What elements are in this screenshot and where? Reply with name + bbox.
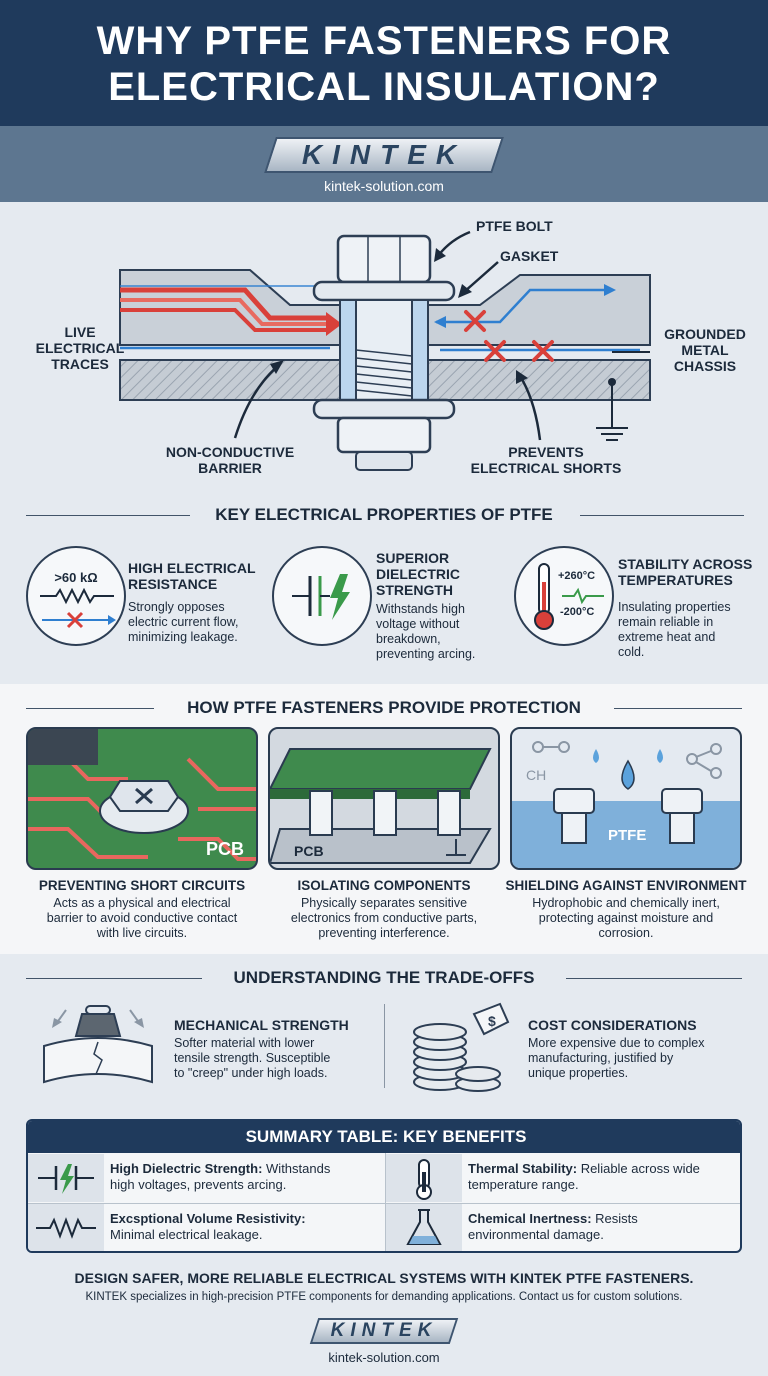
footer-headline: DESIGN SAFER, MORE RELIABLE ELECTRICAL S… <box>74 1270 694 1286</box>
card-environment-image: CH PTFE <box>510 727 742 870</box>
table-row-divider <box>28 1203 740 1204</box>
card-environment-desc: Hydrophobic and chemically inert,protect… <box>532 896 720 940</box>
card-environment-title: SHIELDING AGAINST ENVIRONMENT <box>505 878 747 893</box>
kintek-logo-text: KINTEK <box>301 139 467 170</box>
protection-title: HOW PTFE FASTENERS PROVIDE PROTECTION <box>187 698 581 717</box>
thermometer-icon <box>386 1154 462 1202</box>
label-ptfe-bolt: PTFE BOLT <box>476 218 553 234</box>
card-short-circuits-title: PREVENTING SHORT CIRCUITS <box>38 878 246 893</box>
dielectric-icon <box>28 1154 104 1202</box>
tradeoff-divider <box>384 1004 385 1088</box>
weight-icon <box>43 1005 153 1084</box>
ptfe-label: PTFE <box>608 827 647 844</box>
chem-label: CH <box>526 767 547 783</box>
table-column-divider <box>385 1153 386 1251</box>
tradeoffs-title: UNDERSTANDING THE TRADE-OFFS <box>233 968 535 987</box>
properties-section <box>0 488 768 684</box>
page-title: WHY PTFE FASTENERS FOR ELECTRICAL INSULA… <box>0 18 768 110</box>
resistor-icon: >60 kΩ <box>26 546 126 646</box>
properties-heading: KEY ELECTRICAL PROPERTIES OF PTFE <box>0 505 768 525</box>
price-tag-symbol: $ <box>488 1013 496 1029</box>
footer-site-url[interactable]: kintek-solution.com <box>328 1350 440 1365</box>
header-banner: WHY PTFE FASTENERS FOR ELECTRICAL INSULA… <box>0 0 768 126</box>
pcb-label: PCB <box>205 839 244 859</box>
card-isolating-image: PCB <box>268 727 500 870</box>
tradeoff-mechanical-title: MECHANICAL STRENGTH <box>174 1017 349 1033</box>
label-gasket: GASKET <box>500 248 559 264</box>
flask-icon <box>386 1204 462 1251</box>
coins-icon: $ <box>413 1002 510 1092</box>
tradeoff-cost-title: COST CONSIDERATIONS <box>528 1017 697 1033</box>
bolt-cross-section-diagram <box>119 230 651 471</box>
footer-subtext: KINTEK specializes in high-precision PTF… <box>85 1291 683 1303</box>
capacitor-spark-icon <box>272 546 372 646</box>
summary-table: SUMMARY TABLE: KEY BENEFITS High Dielect… <box>26 1119 742 1253</box>
footer-logo-text: KINTEK <box>330 1320 438 1341</box>
site-url[interactable]: kintek-solution.com <box>324 178 444 194</box>
thermometer-icon: +260°C -200°C <box>514 546 614 646</box>
summary-cell-resistivity: Excsptional Volume Resistivity:Minimal e… <box>28 1204 384 1251</box>
card-isolating-title: ISOLATING COMPONENTS <box>297 878 471 893</box>
summary-table-title: SUMMARY TABLE: KEY BENEFITS <box>28 1121 740 1153</box>
card-short-circuits-image: PCB <box>26 727 258 870</box>
resistance-value-text: >60 kΩ <box>54 570 98 585</box>
pcb-label: PCB <box>294 843 324 859</box>
temp-high-text: +260°C <box>558 570 596 582</box>
resistor-symbol-icon <box>40 588 116 629</box>
properties-title: KEY ELECTRICAL PROPERTIES OF PTFE <box>215 505 553 524</box>
title-line-1: WHY PTFE FASTENERS FOR <box>96 19 672 63</box>
protection-heading: HOW PTFE FASTENERS PROVIDE PROTECTION <box>0 698 768 718</box>
resistor-icon <box>28 1204 104 1251</box>
title-line-2: ELECTRICAL INSULATION? <box>108 65 660 109</box>
temp-low-text: -200°C <box>560 606 595 618</box>
tradeoffs-heading: UNDERSTANDING THE TRADE-OFFS <box>0 968 768 988</box>
